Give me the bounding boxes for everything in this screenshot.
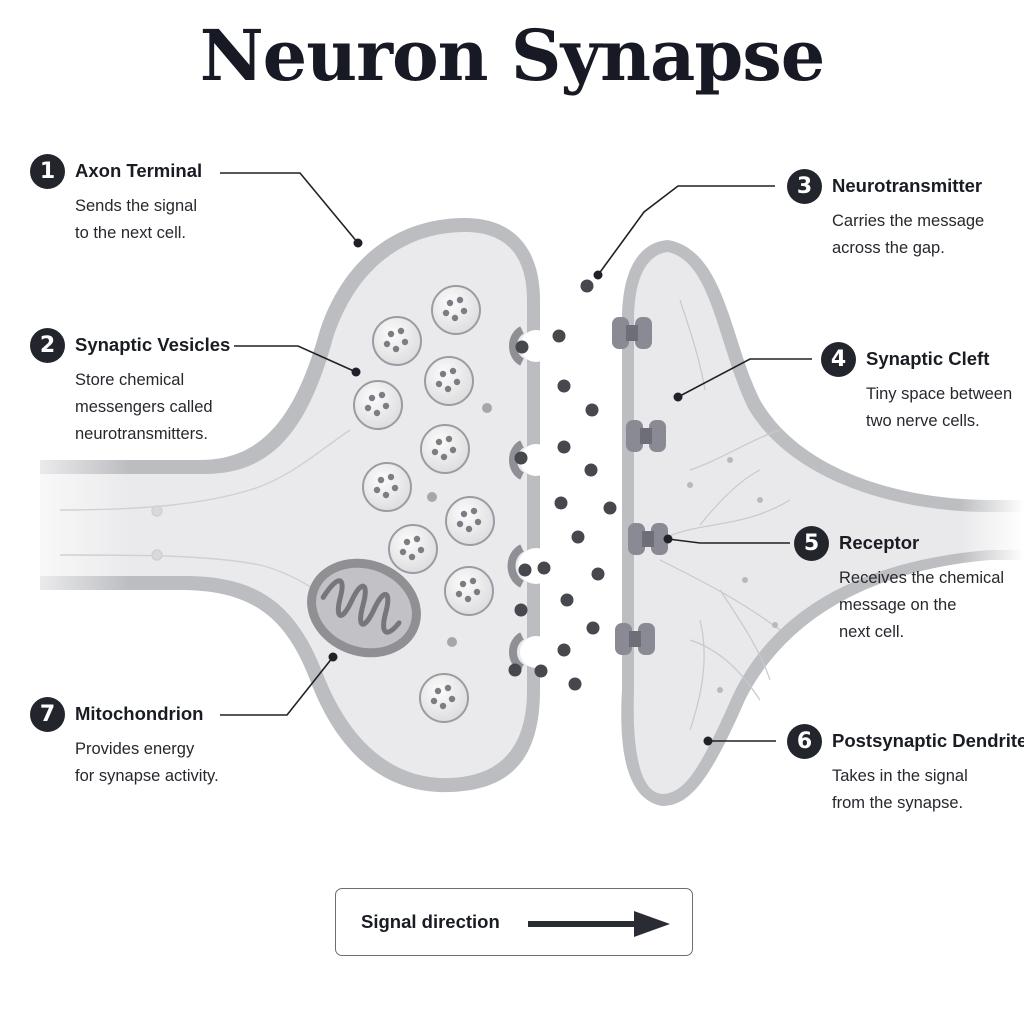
label-axon-terminal: 1 Axon Terminal Sends the signal to the ne… [30,153,202,247]
vesicle [353,380,403,430]
vesicle [388,524,438,574]
number-badge: 5 [794,525,829,561]
label-text: neurotransmitters. [75,425,208,443]
vesicle [424,356,474,406]
page-title: Neuron Synapse [199,14,826,97]
label-text: Receives the chemical [839,569,1005,587]
legend-label: Signal direction [361,911,500,932]
receptor [628,523,668,555]
receptor [612,317,652,349]
label-heading: Axon Terminal [75,160,203,181]
vesicle [362,462,412,512]
vesicle [431,285,481,335]
vesicle [444,566,494,616]
vesicle [372,316,422,366]
number-badge: 6 [787,723,822,759]
arrow-right-icon [528,911,670,937]
label-heading: Synaptic Vesicles [75,334,231,355]
receptor [626,420,666,452]
receptor [615,623,655,655]
leader-lines [220,172,812,742]
vesicle [420,424,470,474]
label-postsynaptic-dendrite: 6 Postsynaptic Dendrite Takes in the sign… [787,723,1024,817]
label-text: Provides energy [75,740,195,758]
receptors [612,317,668,655]
label-text: Store chemical [75,371,185,389]
label-text: to the next cell. [75,224,186,242]
number-badge: 3 [787,168,822,204]
label-text: messengers called [75,398,213,416]
number-badge: 2 [30,327,65,363]
synaptic-vesicles [353,285,495,723]
label-text: Takes in the signal [832,767,968,785]
signal-direction-legend: Signal direction [335,888,693,956]
label-heading: Mitochondrion [75,703,204,724]
label-text: across the gap. [832,239,945,257]
label-mitochondrion: 7 Mitochondrion Provides energy for synaps… [30,696,219,790]
label-text: from the synapse. [832,794,964,812]
label-text: message on the [839,596,957,614]
vesicle [419,673,469,723]
label-heading: Synaptic Cleft [866,348,990,369]
label-text: for synapse activity. [75,767,219,785]
label-text: Tiny space between [866,385,1013,403]
vesicle [445,496,495,546]
label-receptor: 5 Receptor Receives the chemical message o… [794,525,1004,646]
label-neurotransmitter: 3 Neurotransmitter Carries the message acr… [787,168,984,262]
label-synaptic-vesicles: 2 Synaptic Vesicles Store chemical messeng… [30,327,230,448]
label-text: Sends the signal [75,197,198,215]
neurotransmitters [508,279,617,691]
number-badge: 7 [30,696,65,732]
label-text: two nerve cells. [866,412,980,430]
postsynaptic-dendrite [621,240,1024,806]
number-badge: 1 [30,153,65,189]
label-heading: Receptor [839,532,920,553]
number-badge: 4 [821,341,856,377]
label-synaptic-cleft: 4 Synaptic Cleft Tiny space between two ne… [821,341,1012,435]
label-text: Carries the message [832,212,985,230]
label-heading: Neurotransmitter [832,175,983,196]
label-text: next cell. [839,623,905,641]
label-heading: Postsynaptic Dendrite [832,730,1024,751]
mitochondrion [307,558,421,658]
